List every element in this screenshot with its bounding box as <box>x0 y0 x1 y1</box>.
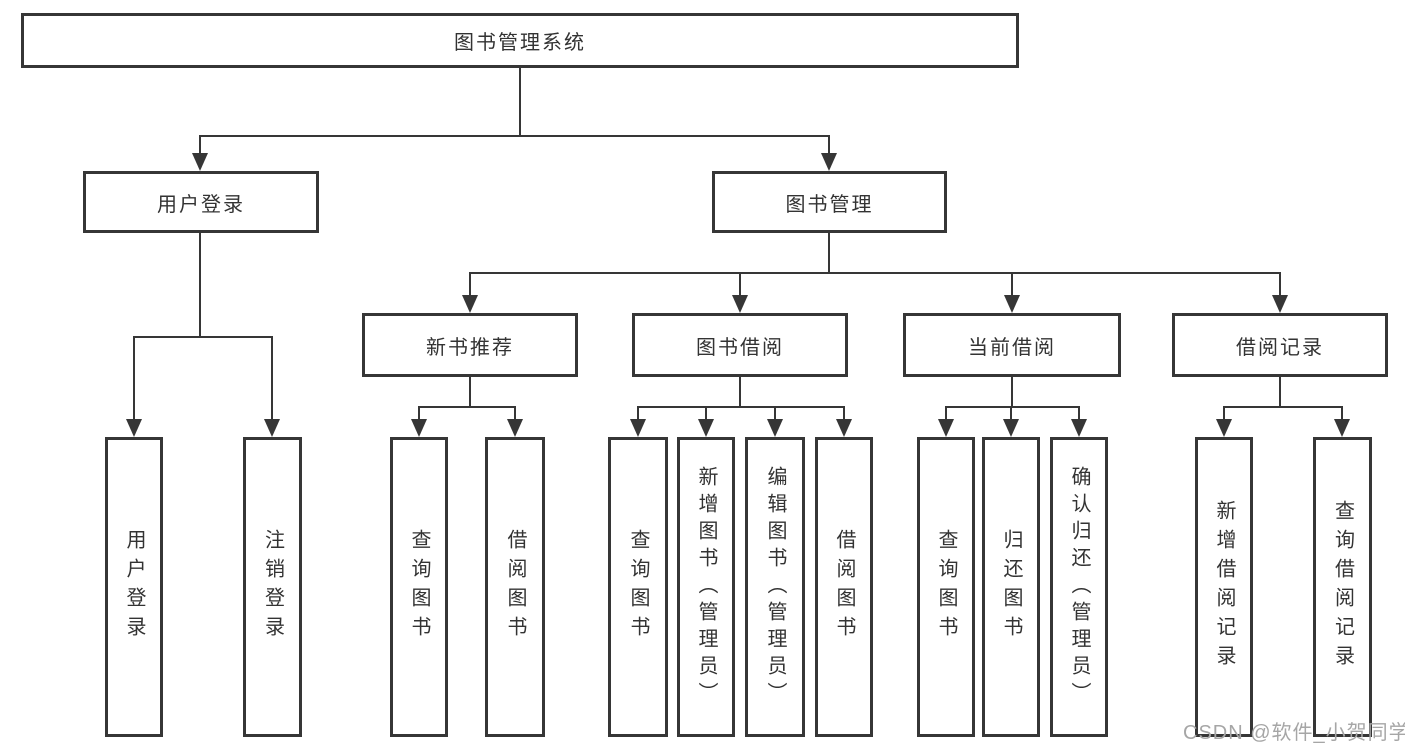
connector-line <box>828 135 830 155</box>
connector-line <box>1279 272 1281 297</box>
connector-line <box>945 406 1080 408</box>
leaf-label: 查询图书 <box>408 529 430 645</box>
arrow-down-icon <box>836 419 852 437</box>
arrow-down-icon <box>821 153 837 171</box>
leaf-borrow-books: 借阅图书 <box>815 437 873 737</box>
node-label: 图书管理系统 <box>454 32 586 54</box>
arrow-down-icon <box>1272 295 1288 313</box>
connector-line <box>637 406 639 421</box>
csdn-watermark: CSDN @软件_小贺同学 <box>1183 722 1405 744</box>
connector-line <box>1341 406 1343 421</box>
arrow-down-icon <box>1004 295 1020 313</box>
leaf-label: 查询借阅记录 <box>1331 500 1354 674</box>
connector-line <box>945 406 947 421</box>
node-label: 借阅记录 <box>1236 336 1324 359</box>
arrow-down-icon <box>630 419 646 437</box>
connector-line <box>1011 377 1013 406</box>
node-library-system: 图书管理系统 <box>21 13 1019 68</box>
node-label: 用户登录 <box>157 193 245 216</box>
leaf-label: 借阅图书 <box>504 529 526 645</box>
connector-line <box>739 377 741 406</box>
arrow-down-icon <box>192 153 208 171</box>
connector-line <box>271 336 273 421</box>
node-book-management: 图书管理 <box>712 171 947 233</box>
leaf-query-borrow-record: 查询借阅记录 <box>1313 437 1372 737</box>
leaf-add-books-admin: 新增图书（管理员） <box>677 437 735 737</box>
leaf-query-books: 查询图书 <box>390 437 448 737</box>
arrow-down-icon <box>462 295 478 313</box>
connector-line <box>1223 406 1225 421</box>
connector-line <box>843 406 845 421</box>
node-book-borrowing: 图书借阅 <box>632 313 848 377</box>
node-label: 新书推荐 <box>426 336 514 359</box>
connector-line <box>828 233 830 272</box>
node-current-borrowing: 当前借阅 <box>903 313 1121 377</box>
leaf-label: 用户登录 <box>123 529 145 645</box>
leaf-label: 查询图书 <box>935 529 957 645</box>
connector-line <box>1279 377 1281 406</box>
leaf-logout: 注销登录 <box>243 437 302 737</box>
arrow-down-icon <box>126 419 142 437</box>
leaf-label: 归还图书 <box>1000 529 1022 645</box>
connector-line <box>1010 406 1012 421</box>
connector-line <box>637 406 845 408</box>
leaf-label: 确认归还（管理员） <box>1068 465 1090 709</box>
leaf-label: 新增借阅记录 <box>1213 500 1235 674</box>
leaf-confirm-return-admin: 确认归还（管理员） <box>1050 437 1108 737</box>
leaf-return-books: 归还图书 <box>982 437 1040 737</box>
connector-line <box>469 272 471 297</box>
arrow-down-icon <box>411 419 427 437</box>
connector-line <box>1223 406 1343 408</box>
arrow-down-icon <box>1071 419 1087 437</box>
leaf-add-borrow-record: 新增借阅记录 <box>1195 437 1253 737</box>
arrow-down-icon <box>732 295 748 313</box>
connector-line <box>705 406 707 421</box>
connector-line <box>774 406 776 421</box>
connector-line <box>469 272 1281 274</box>
connector-line <box>133 336 135 421</box>
arrow-down-icon <box>1334 419 1350 437</box>
connector-line <box>1078 406 1080 421</box>
connector-line <box>418 406 516 408</box>
arrow-down-icon <box>1003 419 1019 437</box>
connector-line <box>519 68 521 135</box>
arrow-down-icon <box>264 419 280 437</box>
node-new-book-recommend: 新书推荐 <box>362 313 578 377</box>
node-user-login: 用户登录 <box>83 171 319 233</box>
node-label: 图书管理 <box>785 193 874 216</box>
leaf-borrow-books: 借阅图书 <box>485 437 545 737</box>
connector-line <box>199 233 201 336</box>
node-borrowing-records: 借阅记录 <box>1172 313 1388 377</box>
connector-line <box>418 406 420 421</box>
leaf-query-books: 查询图书 <box>917 437 975 737</box>
connector-line <box>514 406 516 421</box>
leaf-query-books: 查询图书 <box>608 437 668 737</box>
leaf-edit-books-admin: 编辑图书（管理员） <box>745 437 805 737</box>
leaf-user-login: 用户登录 <box>105 437 163 737</box>
leaf-label: 编辑图书（管理员） <box>764 465 786 709</box>
connector-line <box>199 135 201 155</box>
node-label: 图书借阅 <box>696 336 784 359</box>
leaf-label: 查询图书 <box>627 529 649 645</box>
connector-line <box>469 377 471 406</box>
arrow-down-icon <box>698 419 714 437</box>
arrow-down-icon <box>507 419 523 437</box>
connector-line <box>133 336 273 338</box>
leaf-label: 注销登录 <box>261 529 284 645</box>
node-label: 当前借阅 <box>968 336 1056 359</box>
arrow-down-icon <box>1216 419 1232 437</box>
leaf-label: 新增图书（管理员） <box>695 465 717 709</box>
connector-line <box>739 272 741 297</box>
arrow-down-icon <box>938 419 954 437</box>
connector-line <box>199 135 830 137</box>
arrow-down-icon <box>767 419 783 437</box>
leaf-label: 借阅图书 <box>833 529 855 645</box>
connector-line <box>1011 272 1013 297</box>
